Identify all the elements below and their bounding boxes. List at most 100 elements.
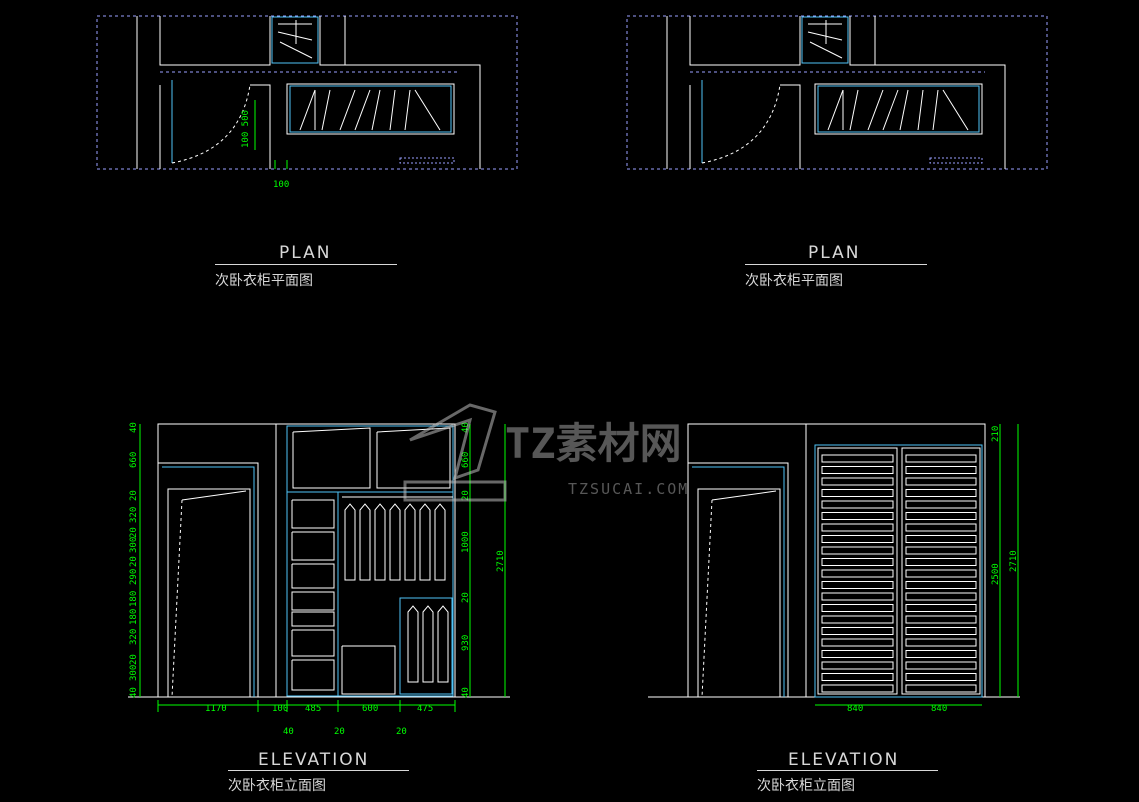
louver-slat: [821, 558, 894, 566]
louver-slat: [821, 581, 894, 589]
plan-right-underline: [745, 264, 927, 265]
louver-slat: [821, 546, 894, 555]
louver-slat: [905, 661, 977, 670]
watermark-logo-icon: [403, 403, 507, 502]
elevation-left-title: ELEVATION: [258, 750, 370, 770]
dim-right-3: 1000: [461, 531, 471, 553]
dim-bottom2-1: 20: [334, 727, 345, 737]
plan-dim-vertical: 100 500: [241, 110, 251, 148]
plan-left-subtitle: 次卧衣柜平面图: [215, 273, 313, 289]
dim-left-7: 290: [129, 569, 139, 585]
louver-slat: [905, 546, 977, 555]
louver-slat: [905, 673, 977, 681]
louver-slat: [821, 650, 894, 658]
elevation-right-subtitle: 次卧衣柜立面图: [757, 778, 855, 794]
louver-slat: [905, 638, 977, 647]
louver-slat: [821, 512, 894, 520]
plan-right: [626, 15, 1048, 170]
louver-slat: [821, 615, 894, 624]
louver-slat: [905, 454, 977, 463]
louver-slat: [821, 535, 894, 543]
louver-slat: [905, 615, 977, 624]
louver-slat: [821, 673, 894, 681]
plan-left-title: PLAN: [279, 243, 332, 263]
dim-right-b1: 840: [931, 704, 947, 714]
dim-bottom2-2: 20: [396, 727, 407, 737]
dim-left-1: 660: [129, 452, 139, 468]
dim-bottom2-0: 40: [283, 727, 294, 737]
louver-slat: [905, 592, 977, 601]
dim-right-main: 2500: [991, 563, 1001, 585]
dim-right-overall: 2710: [1009, 550, 1019, 572]
plan-left-dims: 100 500 100: [241, 110, 289, 190]
louver-slat: [905, 558, 977, 566]
louver-slat: [905, 466, 977, 474]
dim-left-12: 300: [129, 665, 139, 681]
louver-slat: [821, 627, 894, 635]
elevation-right: [648, 423, 1020, 706]
dim-left-8: 180: [129, 591, 139, 607]
watermark-url: TZSUCAI.COM: [568, 480, 689, 498]
elevation-left: [128, 423, 510, 712]
louver-slat: [821, 638, 894, 647]
dim-right-0: 40: [461, 422, 471, 433]
dim-left-9: 180: [129, 609, 139, 625]
louver-slat: [905, 569, 977, 578]
louver-slat: [905, 477, 977, 486]
louver-slat: [821, 500, 894, 509]
louver-slat: [905, 581, 977, 589]
watermark-brand: TZ素材网: [505, 419, 682, 468]
dim-right-1: 660: [461, 452, 471, 468]
plan-left: [96, 15, 518, 170]
louver-slat: [905, 627, 977, 635]
louver-slat: [905, 489, 977, 497]
watermark: TZ素材网 TZSUCAI.COM: [403, 403, 689, 502]
elevation-right-dims: 210 2500 2710 840 840: [847, 426, 1019, 714]
dim-overall: 2710: [496, 550, 506, 572]
dim-right-b0: 840: [847, 704, 863, 714]
plan-dim-bottom: 100: [273, 180, 289, 190]
louver-slat: [821, 684, 894, 693]
louver-slat: [821, 477, 894, 486]
dim-right-6: 40: [461, 687, 471, 698]
dim-right-2: 20: [461, 490, 471, 501]
louver-slat: [821, 661, 894, 670]
dim-left-0: 40: [129, 422, 139, 433]
dim-left-6: 20: [129, 556, 139, 567]
louver-slat: [821, 523, 894, 532]
dim-bottom1-1: 100: [272, 704, 288, 714]
dim-left-10: 320: [129, 629, 139, 645]
elevation-left-underline: [228, 770, 409, 771]
louver-slat: [821, 592, 894, 601]
plan-left-underline: [215, 264, 397, 265]
dim-left-3: 320: [129, 507, 139, 523]
dim-left-13: 40: [129, 687, 139, 698]
dim-bottom1-2: 485: [305, 704, 321, 714]
dim-left-2: 20: [129, 490, 139, 501]
elevation-right-title: ELEVATION: [788, 750, 900, 770]
louver-slat: [821, 569, 894, 578]
louver-slat: [905, 535, 977, 543]
louver-slat: [821, 454, 894, 463]
dim-right-4: 20: [461, 592, 471, 603]
louver-slat: [821, 489, 894, 497]
louver-slat: [905, 684, 977, 693]
louver-slat: [905, 500, 977, 509]
dim-right-top: 210: [991, 426, 1001, 442]
dim-bottom1-0: 1170: [205, 704, 227, 714]
dim-bottom1-4: 475: [417, 704, 433, 714]
plan-right-title: PLAN: [808, 243, 861, 263]
louver-slat: [821, 466, 894, 474]
elevation-left-subtitle: 次卧衣柜立面图: [228, 778, 326, 794]
dim-right-5: 930: [461, 635, 471, 651]
louver-slat: [821, 604, 894, 612]
elevation-right-underline: [757, 770, 938, 771]
plan-right-subtitle: 次卧衣柜平面图: [745, 273, 843, 289]
louver-slat: [905, 512, 977, 520]
louver-slat: [905, 604, 977, 612]
louver-slat: [905, 650, 977, 658]
dim-left-4: 20: [129, 527, 139, 538]
dim-left-5: 300: [129, 537, 139, 553]
louver-slat: [905, 523, 977, 532]
